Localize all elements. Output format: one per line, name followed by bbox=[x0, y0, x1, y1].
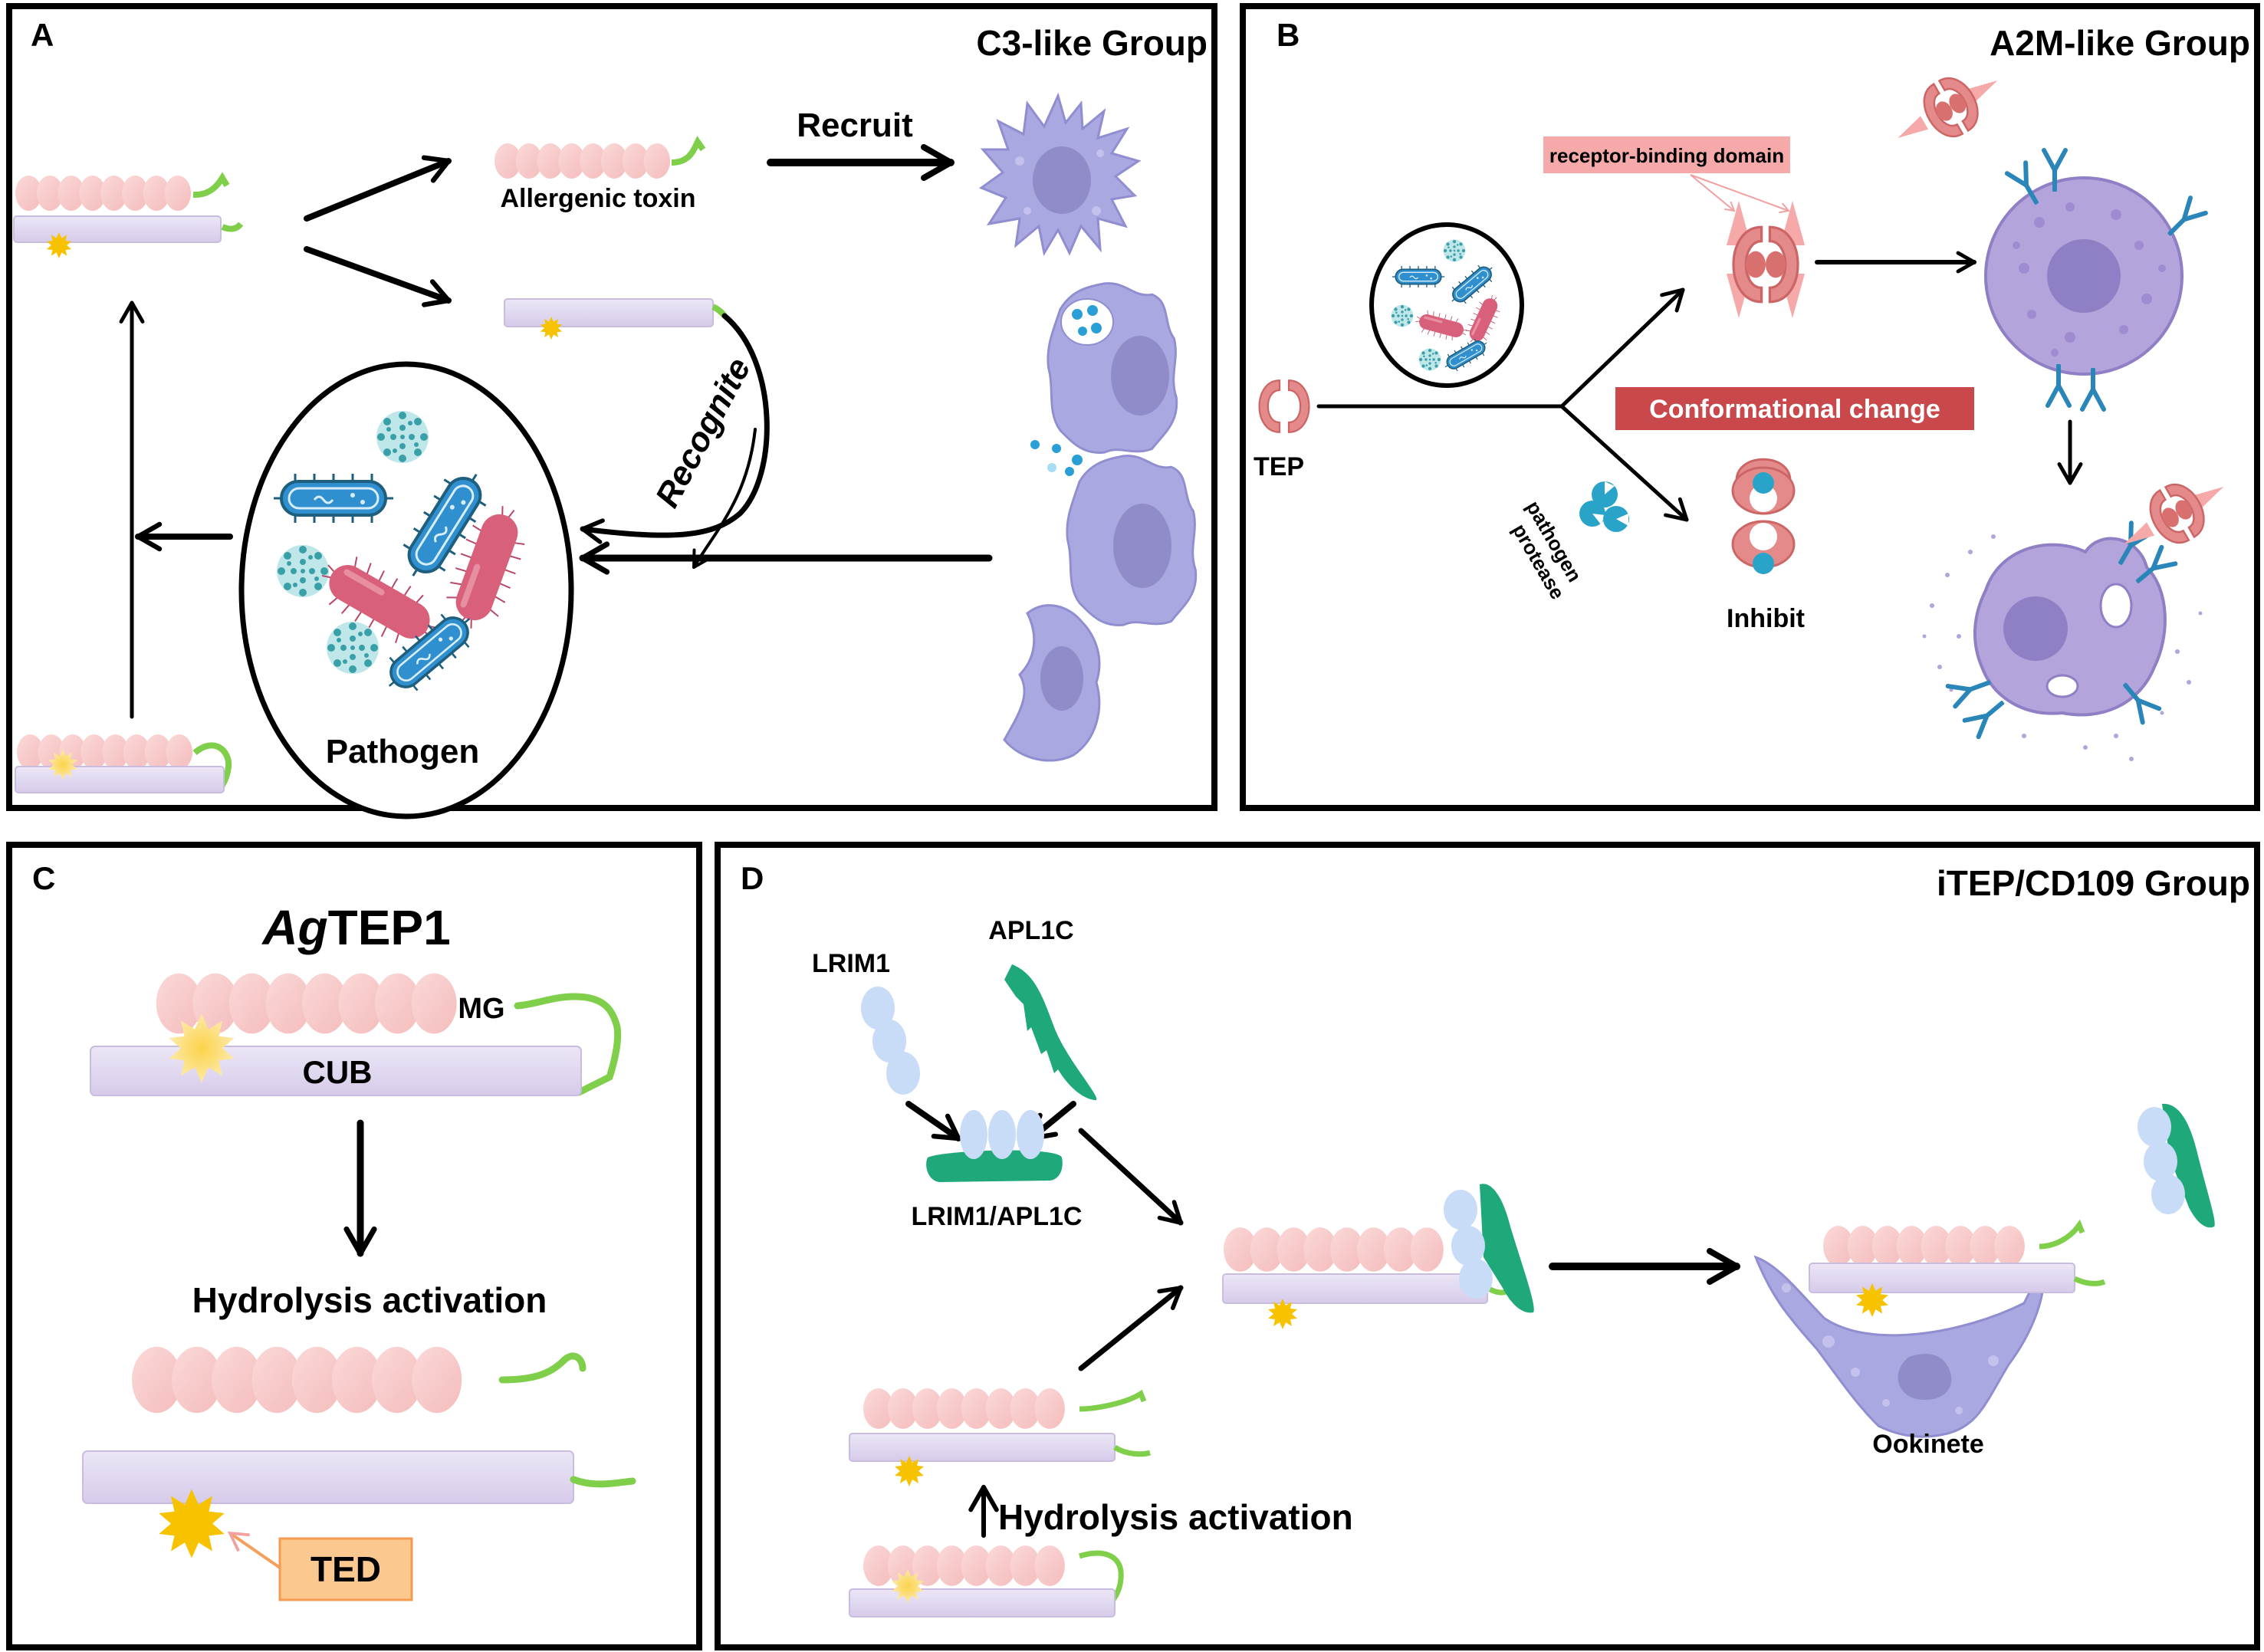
activated-tep bbox=[1727, 201, 1805, 318]
panel-b-letter: B bbox=[1277, 17, 1300, 53]
recognite-thin-arrow bbox=[692, 428, 757, 569]
apl1c-label: APL1C bbox=[988, 916, 1073, 945]
panel-d-group-title: iTEP/CD109 Group bbox=[1937, 863, 2250, 903]
virus-icon bbox=[376, 411, 429, 463]
ookinete-label: Ookinete bbox=[1872, 1430, 1983, 1459]
agtep1-title-rest: TEP1 bbox=[328, 900, 451, 955]
allergenic-toxin-label: Allergenic toxin bbox=[500, 184, 695, 213]
cub-fragment bbox=[504, 298, 728, 340]
panel-c-letter: C bbox=[32, 860, 55, 896]
ookinete-bound-tep bbox=[1809, 1219, 2106, 1317]
arrow-to-toxin bbox=[304, 155, 452, 222]
pathogen-cluster-small bbox=[1369, 222, 1524, 388]
tep-label: TEP bbox=[1254, 452, 1304, 481]
ted-label: TED bbox=[311, 1549, 381, 1589]
pathogen-cluster bbox=[238, 361, 574, 819]
apl1c-icon bbox=[1004, 964, 1097, 1100]
bacteria-icon bbox=[272, 472, 395, 524]
protease-icon bbox=[1579, 481, 1629, 532]
panel-c-border bbox=[6, 842, 702, 1650]
arrow-down-branch bbox=[1559, 404, 1689, 522]
panel-d-border bbox=[715, 842, 2260, 1650]
allergenic-toxin-molecule bbox=[495, 136, 706, 179]
lrim1-apl1c-label: LRIM1/APL1C bbox=[912, 1202, 1083, 1231]
phagocyte-cells bbox=[1003, 281, 1198, 762]
panel-a: A C3-like Group Allergenic toxin Recruit bbox=[6, 3, 1217, 819]
hydrolysis-activation-label: Hydrolysis activation bbox=[192, 1280, 547, 1320]
panel-a-border bbox=[6, 3, 1217, 811]
recognite-arrow bbox=[580, 313, 770, 544]
mg-label: MG bbox=[458, 993, 504, 1025]
d-hydrolysis-activation-label: Hydrolysis activation bbox=[998, 1497, 1353, 1537]
virus-icon bbox=[327, 622, 379, 674]
arrow-to-fragment bbox=[304, 246, 452, 307]
panel-b: B A2M-like Group receptor-binding domain bbox=[1240, 3, 2260, 811]
target-cell bbox=[1898, 69, 2206, 409]
tep-icon bbox=[1258, 379, 1310, 434]
lrim1-arrow bbox=[905, 1101, 961, 1141]
activated-tep-d bbox=[849, 1388, 1152, 1486]
ted-callout-line bbox=[227, 1531, 281, 1569]
lrim1-icon bbox=[861, 987, 920, 1095]
agtep1-native: MG CUB bbox=[90, 973, 622, 1096]
pathogen-label: Pathogen bbox=[326, 733, 479, 770]
agtep1-title-italic: Ag bbox=[261, 900, 327, 955]
lrim1-apl1c-complex-icon bbox=[926, 1110, 1063, 1182]
ookinete-icon bbox=[1753, 1255, 2045, 1438]
receptor-binding-domain-label: receptor-binding domain bbox=[1549, 144, 1784, 167]
virus-icon bbox=[277, 545, 329, 597]
panel-c: C AgTEP1 MG CUB Hydrolysis activation TE… bbox=[6, 842, 702, 1650]
conformational-change-label: Conformational change bbox=[1649, 395, 1940, 424]
panel-b-border bbox=[1240, 3, 2260, 811]
arrow-up-branch bbox=[1559, 287, 1685, 409]
receptor-binding-domain-box bbox=[1543, 136, 1790, 173]
tep-molecule-full bbox=[13, 172, 244, 258]
agtep1-title: AgTEP1 bbox=[261, 900, 450, 955]
inhibited-tep bbox=[1731, 458, 1796, 574]
released-complex-icon bbox=[2137, 1103, 2215, 1228]
conformational-change-box bbox=[1615, 387, 1974, 430]
bound-tep bbox=[1222, 1184, 1534, 1329]
native-tep-d bbox=[849, 1545, 1124, 1618]
lysed-cell bbox=[1922, 475, 2224, 761]
agtep1-activated bbox=[82, 1346, 636, 1558]
complex-arrow bbox=[1078, 1128, 1184, 1226]
activated-tep-arrow bbox=[1078, 1285, 1184, 1371]
recruit-label: Recruit bbox=[797, 107, 913, 144]
lrim1-label: LRIM1 bbox=[812, 949, 890, 978]
panel-d: D iTEP/CD109 Group LRIM1 APL1C LRIM1/APL… bbox=[715, 842, 2260, 1650]
panel-a-letter: A bbox=[31, 17, 54, 53]
tep-molecule-native bbox=[15, 734, 232, 794]
panel-d-letter: D bbox=[741, 860, 764, 896]
panel-a-group-title: C3-like Group bbox=[976, 23, 1208, 63]
immune-cell-icon bbox=[980, 94, 1140, 255]
panel-b-group-title: A2M-like Group bbox=[1990, 23, 2250, 63]
cub-label: CUB bbox=[303, 1054, 373, 1090]
inhibit-label: Inhibit bbox=[1727, 604, 1805, 633]
ted-box bbox=[278, 1537, 413, 1601]
